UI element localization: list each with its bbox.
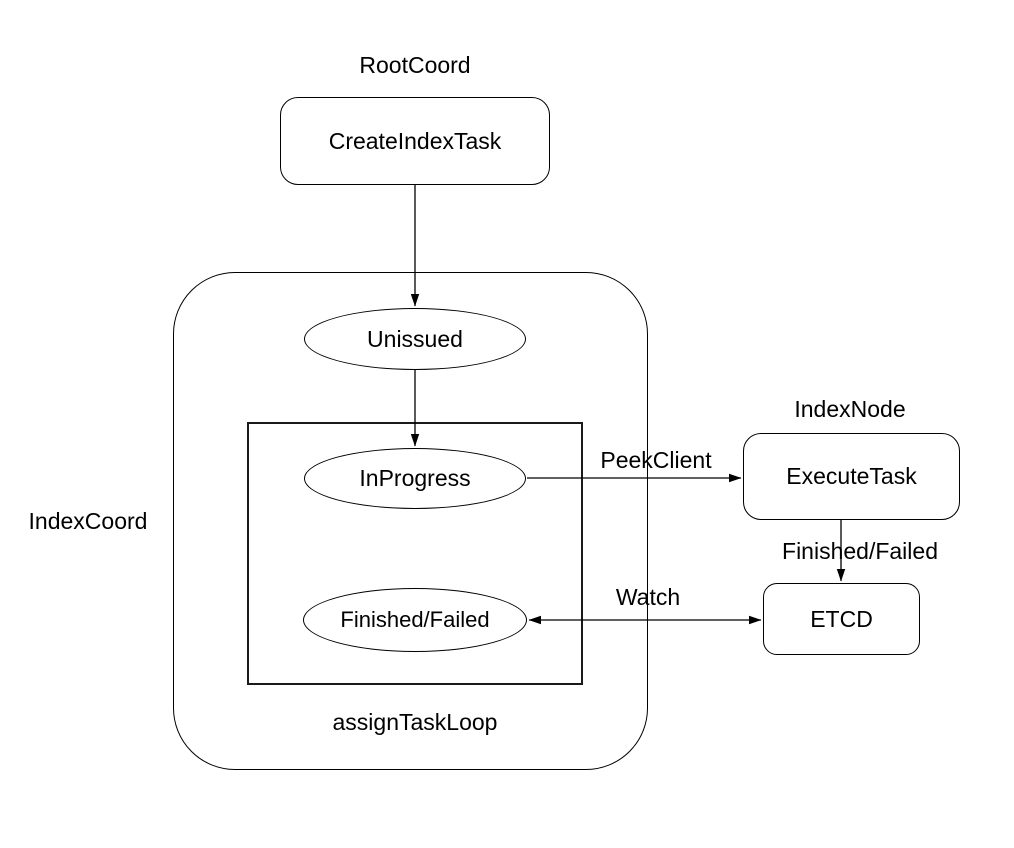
label-assign-task-loop: assignTaskLoop: [332, 709, 498, 735]
edge-label-finished-failed: Finished/Failed: [782, 538, 938, 564]
node-finished-failed-label: Finished/Failed: [340, 607, 490, 632]
label-index-node: IndexNode: [794, 396, 906, 422]
index-coord-container: [173, 272, 648, 770]
node-unissued-label: Unissued: [367, 325, 463, 352]
label-index-coord: IndexCoord: [28, 508, 148, 534]
node-unissued: Unissued: [304, 308, 526, 370]
node-create-index-task: CreateIndexTask: [280, 97, 550, 185]
label-root-coord: RootCoord: [359, 52, 471, 78]
node-finished-failed: Finished/Failed: [303, 588, 527, 652]
node-create-index-task-label: CreateIndexTask: [328, 127, 502, 154]
edge-label-peek-client: PeekClient: [600, 447, 712, 473]
node-etcd: ETCD: [763, 583, 920, 655]
node-in-progress-label: InProgress: [359, 465, 471, 491]
node-in-progress: InProgress: [304, 448, 526, 509]
edge-label-watch: Watch: [615, 584, 681, 610]
node-execute-task: ExecuteTask: [743, 433, 960, 520]
node-execute-task-label: ExecuteTask: [786, 463, 917, 489]
node-etcd-label: ETCD: [810, 605, 873, 632]
